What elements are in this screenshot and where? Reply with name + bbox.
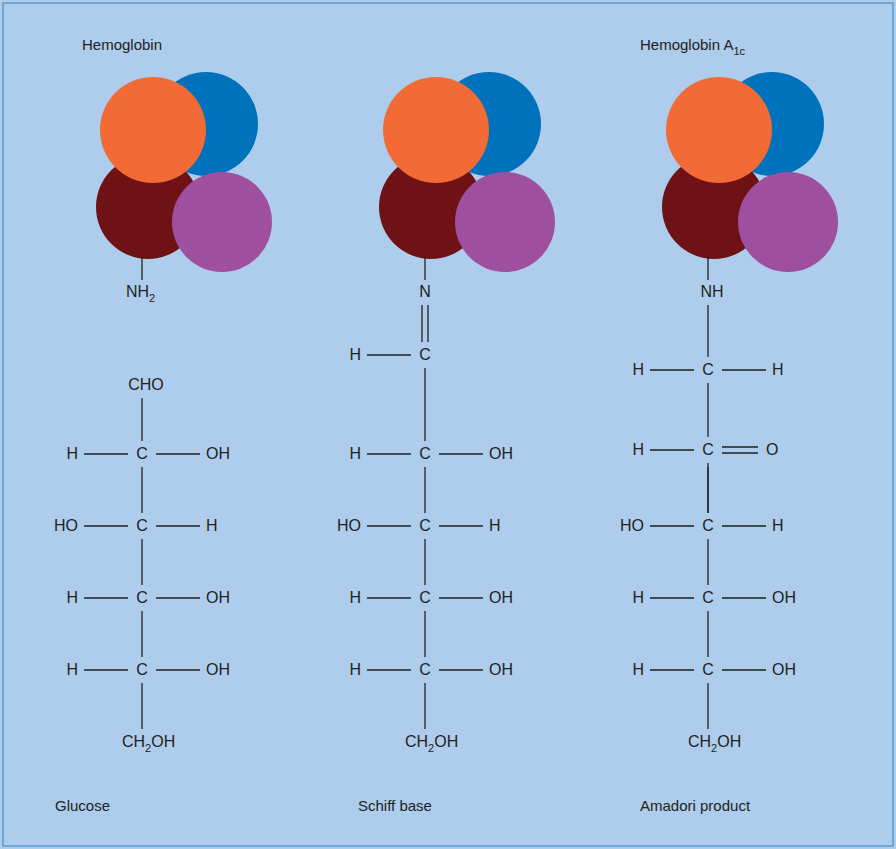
heading: Hemoglobin <box>82 36 162 53</box>
atom-label: C <box>702 661 714 679</box>
atom-label: H <box>349 661 361 679</box>
atom-label: C <box>136 661 148 679</box>
atom-label: OH <box>772 589 796 607</box>
subscript: 2 <box>428 742 434 755</box>
subscript: 2 <box>711 742 717 755</box>
hemoglobin-tetramer <box>379 72 555 280</box>
atom-label: C <box>419 661 431 679</box>
atom-label: C <box>136 445 148 463</box>
subscript: 2 <box>145 742 151 755</box>
chemical-bonds <box>84 305 766 513</box>
atom-label: C <box>702 361 714 379</box>
atom-label: H <box>632 441 644 459</box>
atom-label: N <box>419 283 431 301</box>
atom-label: H <box>349 445 361 463</box>
atom-label: O <box>766 441 778 459</box>
caption: Glucose <box>55 797 110 814</box>
atom-label: CH <box>122 733 145 751</box>
atom-label: HO <box>337 517 361 535</box>
atom-label: HO <box>620 517 644 535</box>
atom-label: C <box>136 589 148 607</box>
atom-label: HO <box>54 517 78 535</box>
atom-label: OH <box>489 589 513 607</box>
atom-label: OH <box>489 661 513 679</box>
atom-label: H <box>66 661 78 679</box>
atom-label: OH <box>434 733 458 751</box>
atom-label: H <box>632 361 644 379</box>
atom-label: OH <box>206 445 230 463</box>
atom-label: NH <box>126 283 149 301</box>
atom-label: CH <box>405 733 428 751</box>
atom-label: C <box>136 517 148 535</box>
atom-label: H <box>66 445 78 463</box>
atom-label: OH <box>772 661 796 679</box>
atom-label: C <box>419 346 431 364</box>
atom-label: CHO <box>128 376 164 394</box>
atom-label: H <box>349 589 361 607</box>
atom-label: OH <box>206 661 230 679</box>
atom-label: OH <box>206 589 230 607</box>
atom-label: C <box>419 517 431 535</box>
atom-label: H <box>66 589 78 607</box>
hemoglobin-tetramer <box>96 72 272 280</box>
atom-label: CH <box>688 733 711 751</box>
atom-label: H <box>349 346 361 364</box>
atom-label: H <box>772 361 784 379</box>
caption: Schiff base <box>358 797 432 814</box>
atom-label: H <box>632 589 644 607</box>
atom-label: OH <box>717 733 741 751</box>
atom-label: OH <box>489 445 513 463</box>
atom-label: C <box>419 445 431 463</box>
hemoglobin-tetramer <box>662 72 838 280</box>
atom-label: OH <box>151 733 175 751</box>
subscript: 1c <box>733 45 745 58</box>
atom-label: H <box>206 517 218 535</box>
atom-label: H <box>489 517 501 535</box>
atom-label: C <box>702 589 714 607</box>
atom-label: C <box>419 589 431 607</box>
atom-label: NH <box>700 283 723 301</box>
subscript: 2 <box>149 292 155 305</box>
heading: Hemoglobin A <box>640 36 733 53</box>
atom-label: C <box>702 517 714 535</box>
caption: Amadori product <box>640 797 750 814</box>
atom-label: C <box>702 441 714 459</box>
atom-label: H <box>772 517 784 535</box>
atom-label: H <box>632 661 644 679</box>
